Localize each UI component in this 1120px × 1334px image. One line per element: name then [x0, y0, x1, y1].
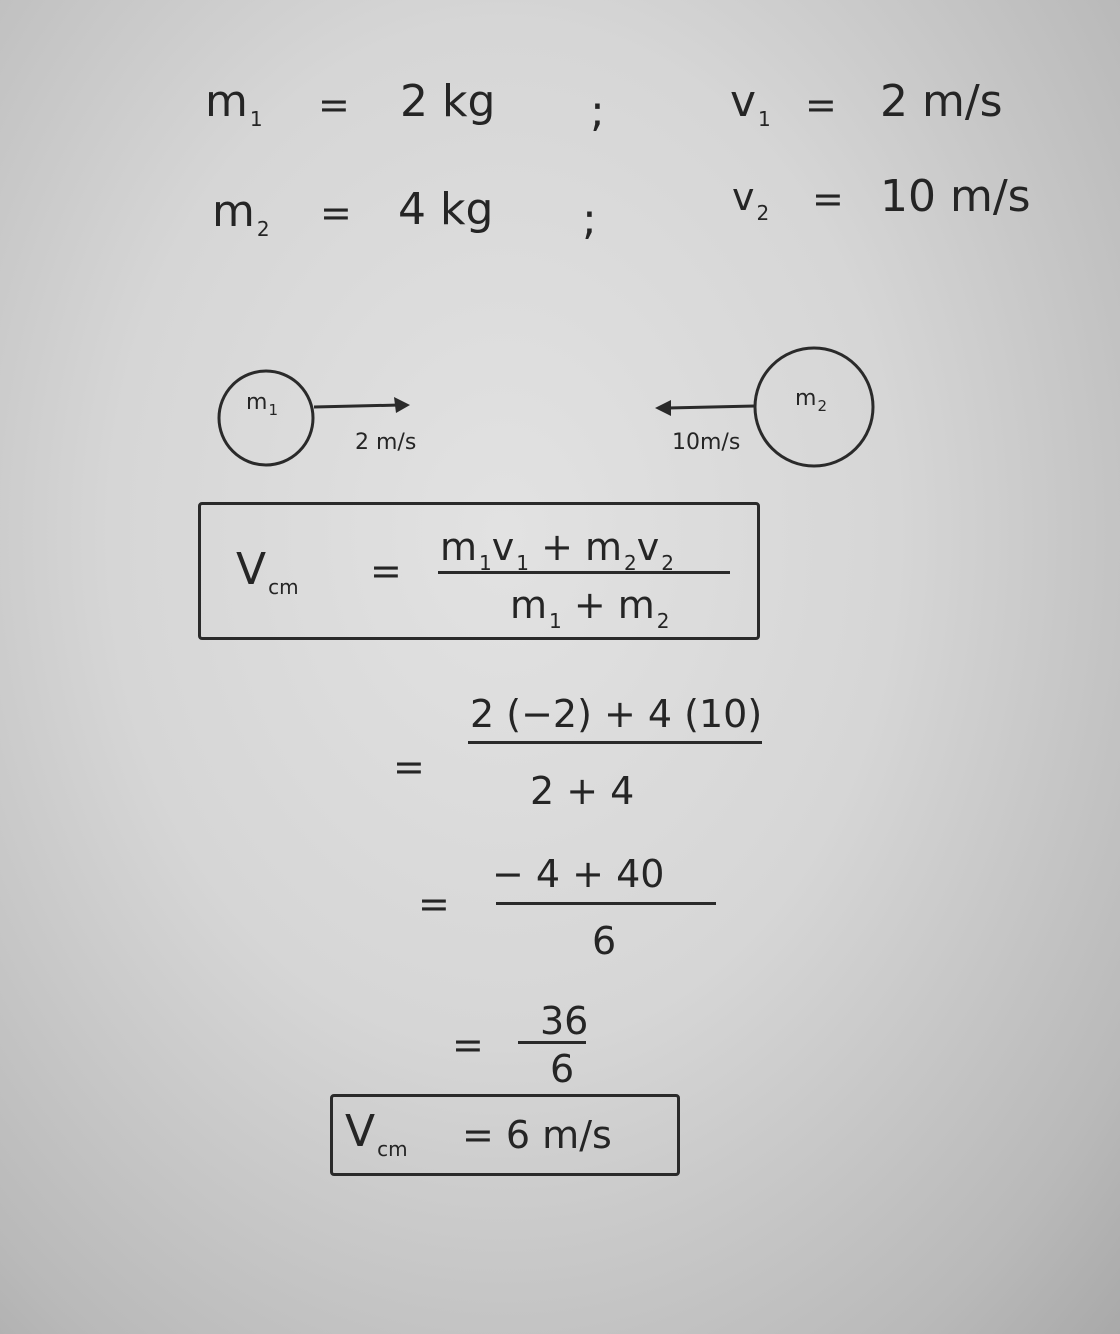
arrow-2-head	[655, 400, 671, 416]
ball-2-speed: 10m/s	[672, 430, 741, 455]
ball-1	[217, 369, 315, 467]
step-1-numerator: 2 (−2) + 4 (10)	[470, 692, 763, 736]
step-2-fraction-bar	[496, 902, 716, 905]
step-1-denominator: 2 + 4	[530, 769, 635, 813]
step-3-fraction-bar	[518, 1041, 586, 1044]
separator-1: ;	[590, 86, 605, 137]
formula-equals: =	[370, 549, 402, 593]
v2-value: 10 m/s	[880, 171, 1031, 222]
step-3-equals: =	[452, 1023, 484, 1067]
step-2-denominator: 6	[592, 919, 617, 963]
step-2-numerator: − 4 + 40	[492, 852, 665, 896]
step-3-denominator: 6	[550, 1047, 575, 1091]
collision-diagram	[217, 346, 875, 468]
result-box	[330, 1094, 680, 1176]
v1-equals: =	[805, 83, 837, 127]
result-value: = 6 m/s	[462, 1113, 612, 1157]
formula-fraction-bar	[438, 571, 730, 574]
step-2-equals: =	[418, 882, 450, 926]
ball-1-speed: 2 m/s	[355, 430, 417, 455]
separator-2: ;	[582, 194, 597, 245]
arrow-2-shaft	[667, 404, 756, 410]
step-1-fraction-bar	[468, 741, 762, 744]
ball-1-label: m1	[246, 390, 278, 419]
ball-2-label: m2	[795, 386, 827, 415]
step-3-numerator: 36	[540, 999, 589, 1043]
v2-equals: =	[812, 177, 844, 221]
arrow-1-head	[394, 397, 410, 413]
m1-equals: =	[318, 83, 350, 127]
step-1-equals: =	[393, 745, 425, 789]
m2-value: 4 kg	[398, 184, 494, 235]
arrow-1-shaft	[313, 403, 401, 409]
m1-value: 2 kg	[400, 76, 496, 127]
formula-box	[198, 502, 760, 640]
v1-value: 2 m/s	[880, 76, 1003, 127]
m2-equals: =	[320, 191, 352, 235]
